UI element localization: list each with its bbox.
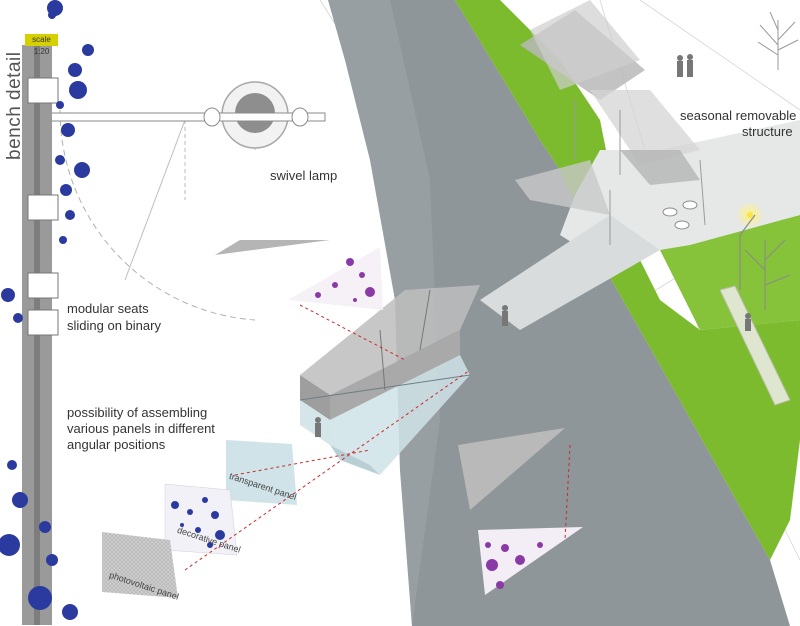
tree-icon xyxy=(757,11,799,70)
decorative-panel-dots xyxy=(171,497,225,548)
seasonal-line2: structure xyxy=(742,124,793,139)
seasonal-line1: seasonal removable xyxy=(680,108,797,123)
photovoltaic-panel xyxy=(102,532,178,598)
road-shade xyxy=(328,0,440,626)
decorative-triangle-top xyxy=(288,247,383,310)
swivel-lamp-label: swivel lamp xyxy=(270,168,338,183)
modular-seats-line1: modular seats xyxy=(67,301,149,316)
scale-badge: scale 1:20 xyxy=(25,34,58,56)
purple-triangle-panel xyxy=(478,527,583,595)
road xyxy=(328,0,790,626)
grass-strip xyxy=(455,0,800,560)
pedestrian-bridge-deck xyxy=(480,215,660,330)
transparent-panel xyxy=(226,440,297,505)
tree-icon-lower xyxy=(744,239,791,310)
red-annotation-lines xyxy=(184,304,571,571)
bench-long xyxy=(719,285,791,406)
assembling-line3: angular positions xyxy=(67,437,166,452)
cafe-tables xyxy=(662,200,698,230)
lamp-posts xyxy=(739,214,756,290)
assembling-line2: various panels in different xyxy=(67,421,215,436)
modular-seats-line2: sliding on binary xyxy=(67,318,161,333)
person-figure-icon xyxy=(315,54,751,437)
purple-dot-pattern xyxy=(315,258,543,589)
grey-triangle-panel xyxy=(215,240,330,255)
large-grey-triangle xyxy=(458,428,565,510)
assembling-line1: possibility of assembling xyxy=(67,405,208,420)
glass-pavilion xyxy=(299,285,480,475)
bench-detail-drawing xyxy=(22,45,59,625)
lamp-plan-icon xyxy=(34,81,326,149)
bench-detail-title: bench detail xyxy=(4,51,25,160)
blue-dot-pattern xyxy=(0,0,94,620)
canopy-structure xyxy=(515,0,706,245)
